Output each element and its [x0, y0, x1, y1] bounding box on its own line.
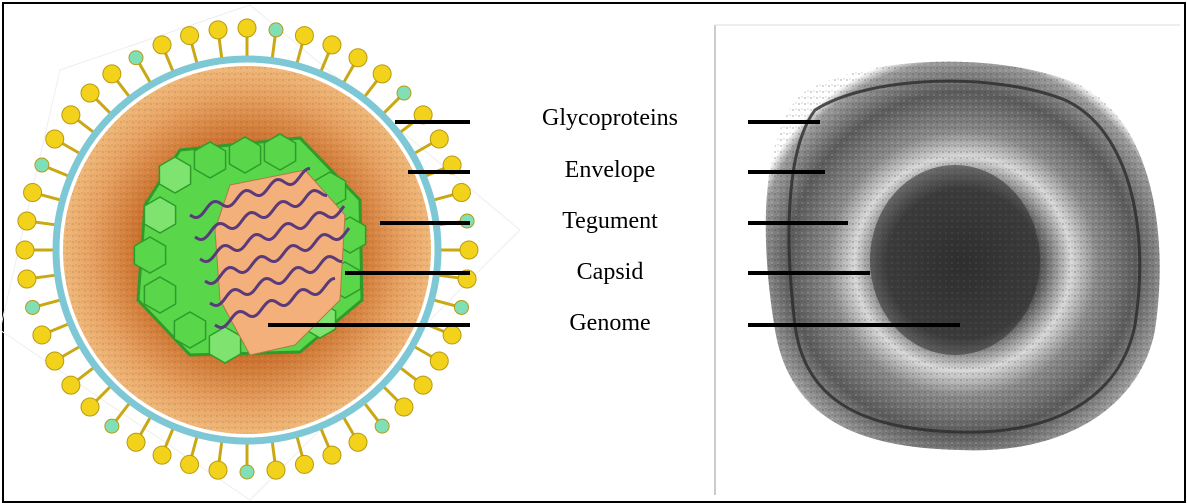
- virus-schematic: [16, 19, 478, 479]
- glycoprotein-stem: [437, 275, 460, 278]
- glycoprotein-head: [349, 49, 367, 67]
- glycoprotein-head: [81, 84, 99, 102]
- glycoprotein-stem: [140, 64, 152, 84]
- glycoprotein-head: [103, 65, 121, 83]
- glycoprotein-head: [295, 455, 313, 473]
- virus-micrograph: [715, 25, 1180, 495]
- glycoprotein-head: [430, 130, 448, 148]
- glycoprotein-head: [375, 419, 389, 433]
- glycoprotein-stem: [76, 367, 94, 381]
- glycoprotein-head: [454, 300, 468, 314]
- label-glycoproteins: Glycoproteins: [470, 104, 750, 132]
- glycoprotein-head: [443, 326, 461, 344]
- glycoprotein-stem: [272, 440, 275, 463]
- glycoprotein-stem: [48, 168, 69, 177]
- glycoprotein-head: [16, 241, 34, 259]
- glycoprotein-head: [269, 23, 283, 37]
- glycoprotein-head: [181, 455, 199, 473]
- glycoprotein-stem: [399, 367, 417, 381]
- glycoprotein-head: [18, 212, 36, 230]
- glycoprotein-head: [209, 21, 227, 39]
- glycoprotein-head: [430, 352, 448, 370]
- label-capsid: Capsid: [470, 258, 750, 286]
- glycoprotein-stem: [297, 435, 303, 457]
- glycoprotein-stem: [39, 194, 61, 200]
- glycoprotein-head: [46, 352, 64, 370]
- glycoprotein-stem: [297, 42, 303, 64]
- glycoprotein-stem: [34, 222, 57, 225]
- glycoprotein-head: [397, 86, 411, 100]
- glycoprotein-stem: [432, 300, 454, 306]
- glycoprotein-head: [153, 446, 171, 464]
- glycoprotein-stem: [364, 402, 378, 420]
- glycoprotein-head: [414, 376, 432, 394]
- glycoprotein-head: [349, 433, 367, 451]
- glycoprotein-stem: [48, 323, 69, 332]
- label-tegument: Tegument: [470, 207, 750, 235]
- glycoprotein-stem: [272, 37, 275, 60]
- glycoprotein-head: [452, 184, 470, 202]
- glycoprotein-head: [24, 184, 42, 202]
- glycoprotein-head: [267, 461, 285, 479]
- glycoprotein-stem: [116, 79, 130, 97]
- glycoprotein-stem: [320, 427, 329, 448]
- glycoprotein-stem: [343, 416, 355, 436]
- glycoprotein-head: [209, 461, 227, 479]
- glycoprotein-stem: [95, 98, 111, 114]
- glycoprotein-stem: [219, 37, 222, 60]
- label-genome: Genome: [470, 309, 750, 337]
- glycoprotein-head: [62, 106, 80, 124]
- glycoprotein-head: [373, 65, 391, 83]
- label-column: Glycoproteins Envelope Tegument Capsid G…: [470, 0, 750, 504]
- label-envelope: Envelope: [470, 156, 750, 184]
- glycoprotein-head: [62, 376, 80, 394]
- glycoprotein-stem: [165, 51, 174, 72]
- glycoprotein-head: [26, 300, 40, 314]
- glycoprotein-stem: [219, 440, 222, 463]
- glycoprotein-head: [395, 398, 413, 416]
- glycoprotein-stem: [383, 386, 399, 402]
- glycoprotein-stem: [34, 275, 57, 278]
- glycoprotein-head: [127, 433, 145, 451]
- glycoprotein-stem: [413, 346, 433, 358]
- glycoprotein-stem: [413, 143, 433, 155]
- glycoprotein-stem: [39, 300, 61, 306]
- glycoprotein-head: [240, 465, 254, 479]
- glycoprotein-stem: [364, 79, 378, 97]
- glycoprotein-head: [35, 158, 49, 172]
- glycoprotein-head: [181, 27, 199, 45]
- glycoprotein-stem: [383, 98, 399, 114]
- glycoprotein-head: [129, 51, 143, 65]
- glycoprotein-stem: [191, 435, 197, 457]
- glycoprotein-stem: [61, 346, 81, 358]
- glycoprotein-stem: [76, 119, 94, 133]
- glycoprotein-head: [323, 36, 341, 54]
- glycoprotein-stem: [61, 143, 81, 155]
- glycoprotein-head: [105, 419, 119, 433]
- glycoprotein-head: [295, 27, 313, 45]
- glycoprotein-head: [238, 19, 256, 37]
- glycoprotein-head: [323, 446, 341, 464]
- glycoprotein-head: [81, 398, 99, 416]
- glycoprotein-head: [18, 270, 36, 288]
- glycoprotein-stem: [116, 402, 130, 420]
- glycoprotein-head: [33, 326, 51, 344]
- glycoprotein-stem: [191, 42, 197, 64]
- glycoprotein-stem: [343, 64, 355, 84]
- glycoprotein-head: [46, 130, 64, 148]
- glycoprotein-stem: [432, 194, 454, 200]
- glycoprotein-head: [153, 36, 171, 54]
